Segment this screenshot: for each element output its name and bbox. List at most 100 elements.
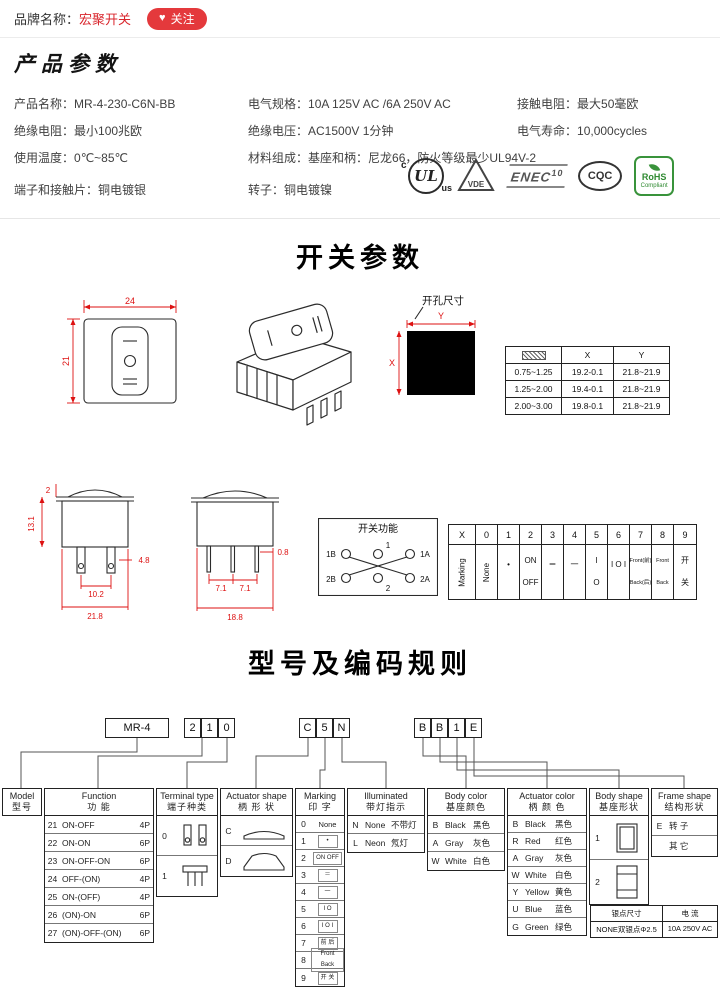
param-label: 绝缘电阻： (14, 124, 75, 138)
function-box-title: 开关功能 (358, 522, 398, 535)
follow-button[interactable]: ♥ 关注 (147, 7, 207, 30)
table-row: 1• (296, 833, 344, 850)
dim-pin-pitch-1: 7.1 (215, 584, 227, 593)
enec-number: 10 (550, 167, 565, 178)
code-box-digit: C (299, 718, 316, 738)
dim-terminal-pitch: 10.2 (88, 590, 104, 599)
param-value: 最大50毫欧 (577, 97, 639, 111)
code-box-digit: E (465, 718, 482, 738)
section-divider (0, 218, 720, 219)
param-label: 产品名称： (14, 97, 75, 111)
dim-body-width: 21.8 (87, 612, 103, 621)
dim-height-21: 21 (61, 356, 71, 366)
param-rotor-plating: 转子：铜电镀镍 (248, 181, 332, 198)
terminal-pins (306, 390, 342, 426)
coding-connector-lines (20, 738, 685, 788)
ul-main-label: UL (414, 167, 438, 185)
solder-terminal-icon (182, 823, 207, 846)
table-row: 1.25~2.00 19.4-0.1 21.8~21.9 (505, 380, 670, 398)
param-terminal-plating: 端子和接触片：铜电镀银 (14, 181, 146, 198)
code-box-digit: N (333, 718, 350, 738)
param-label: 绝缘电压： (248, 124, 309, 138)
rohs-sub-label: Compliant (640, 183, 668, 189)
code-box-digit: 1 (448, 718, 465, 738)
table-row: 银点尺寸 电 流 (591, 906, 717, 922)
ul-us-label: us (441, 183, 452, 193)
raised-rocker-icon (243, 852, 285, 871)
follow-button-label: 关注 (170, 12, 195, 26)
silver-point-table: 银点尺寸 电 流 NONE双银点Φ2.5 10A 250V AC (590, 905, 718, 938)
brand-name[interactable]: 宏聚开关 (79, 12, 132, 27)
param-insulation-voltage: 绝缘电压：AC1500V 1分钟 (248, 122, 393, 139)
switch-params-title: 开关参数 (296, 243, 424, 273)
param-label: 电气寿命： (517, 124, 578, 138)
pole-label-2: 2 (386, 584, 391, 593)
table-row: NONE双银点Φ2.5 10A 250V AC (591, 922, 717, 937)
ul-certification-icon: c UL us (401, 158, 452, 194)
cqc-label: CQC (587, 170, 613, 182)
table-row: 1 (590, 816, 648, 860)
code-box-digit: 0 (218, 718, 235, 738)
terminal-label-2b: 2B (326, 575, 336, 584)
front-view-drawing: 24 21 (61, 296, 177, 404)
table-row: 其 它 (669, 841, 689, 851)
table-row: 2 (590, 860, 648, 904)
dim-x-label: X (389, 358, 395, 368)
terminal-label-1b: 1B (326, 550, 336, 559)
terminal-label-2a: 2A (420, 575, 430, 584)
param-operating-temp: 使用温度：0℃~85℃ (14, 149, 128, 166)
table-row: 3＝ (296, 867, 344, 884)
param-label: 接触电阻： (517, 97, 578, 111)
code-box-digit: 5 (316, 718, 333, 738)
dim-width-24: 24 (125, 296, 135, 306)
brand-topbar: 品牌名称： 宏聚开关 ♥ 关注 (0, 0, 720, 38)
marking-table-header: X 0 1 2 3 4 5 6 7 8 9 (449, 525, 696, 545)
dim-body-height: 13.1 (27, 516, 36, 532)
col-header-x: X (561, 346, 614, 364)
marking-row-label: Marking (457, 557, 467, 587)
table-row: D (221, 846, 292, 876)
pcb-terminal-icon (181, 865, 208, 886)
cutout-hole (407, 331, 475, 395)
dim-rocker-height: 2 (46, 486, 51, 495)
dim-pin-thickness: 0.8 (277, 548, 289, 557)
table-row: 0 (157, 816, 217, 856)
param-value: 0℃~85℃ (74, 151, 128, 165)
flat-rocker-icon (243, 830, 285, 840)
cqc-certification-icon: CQC (578, 161, 623, 191)
param-value: MR-4-230-C6N-BB (74, 97, 176, 111)
param-label: 材料组成： (248, 151, 309, 165)
code-box-digit: 2 (184, 718, 201, 738)
param-value: AC1500V 1分钟 (308, 124, 394, 138)
param-value: 10A 125V AC /6A 250V AC (308, 97, 451, 111)
enec-label: ENEC (509, 169, 553, 185)
param-label: 使用温度： (14, 151, 75, 165)
code-box-digit: B (414, 718, 431, 738)
